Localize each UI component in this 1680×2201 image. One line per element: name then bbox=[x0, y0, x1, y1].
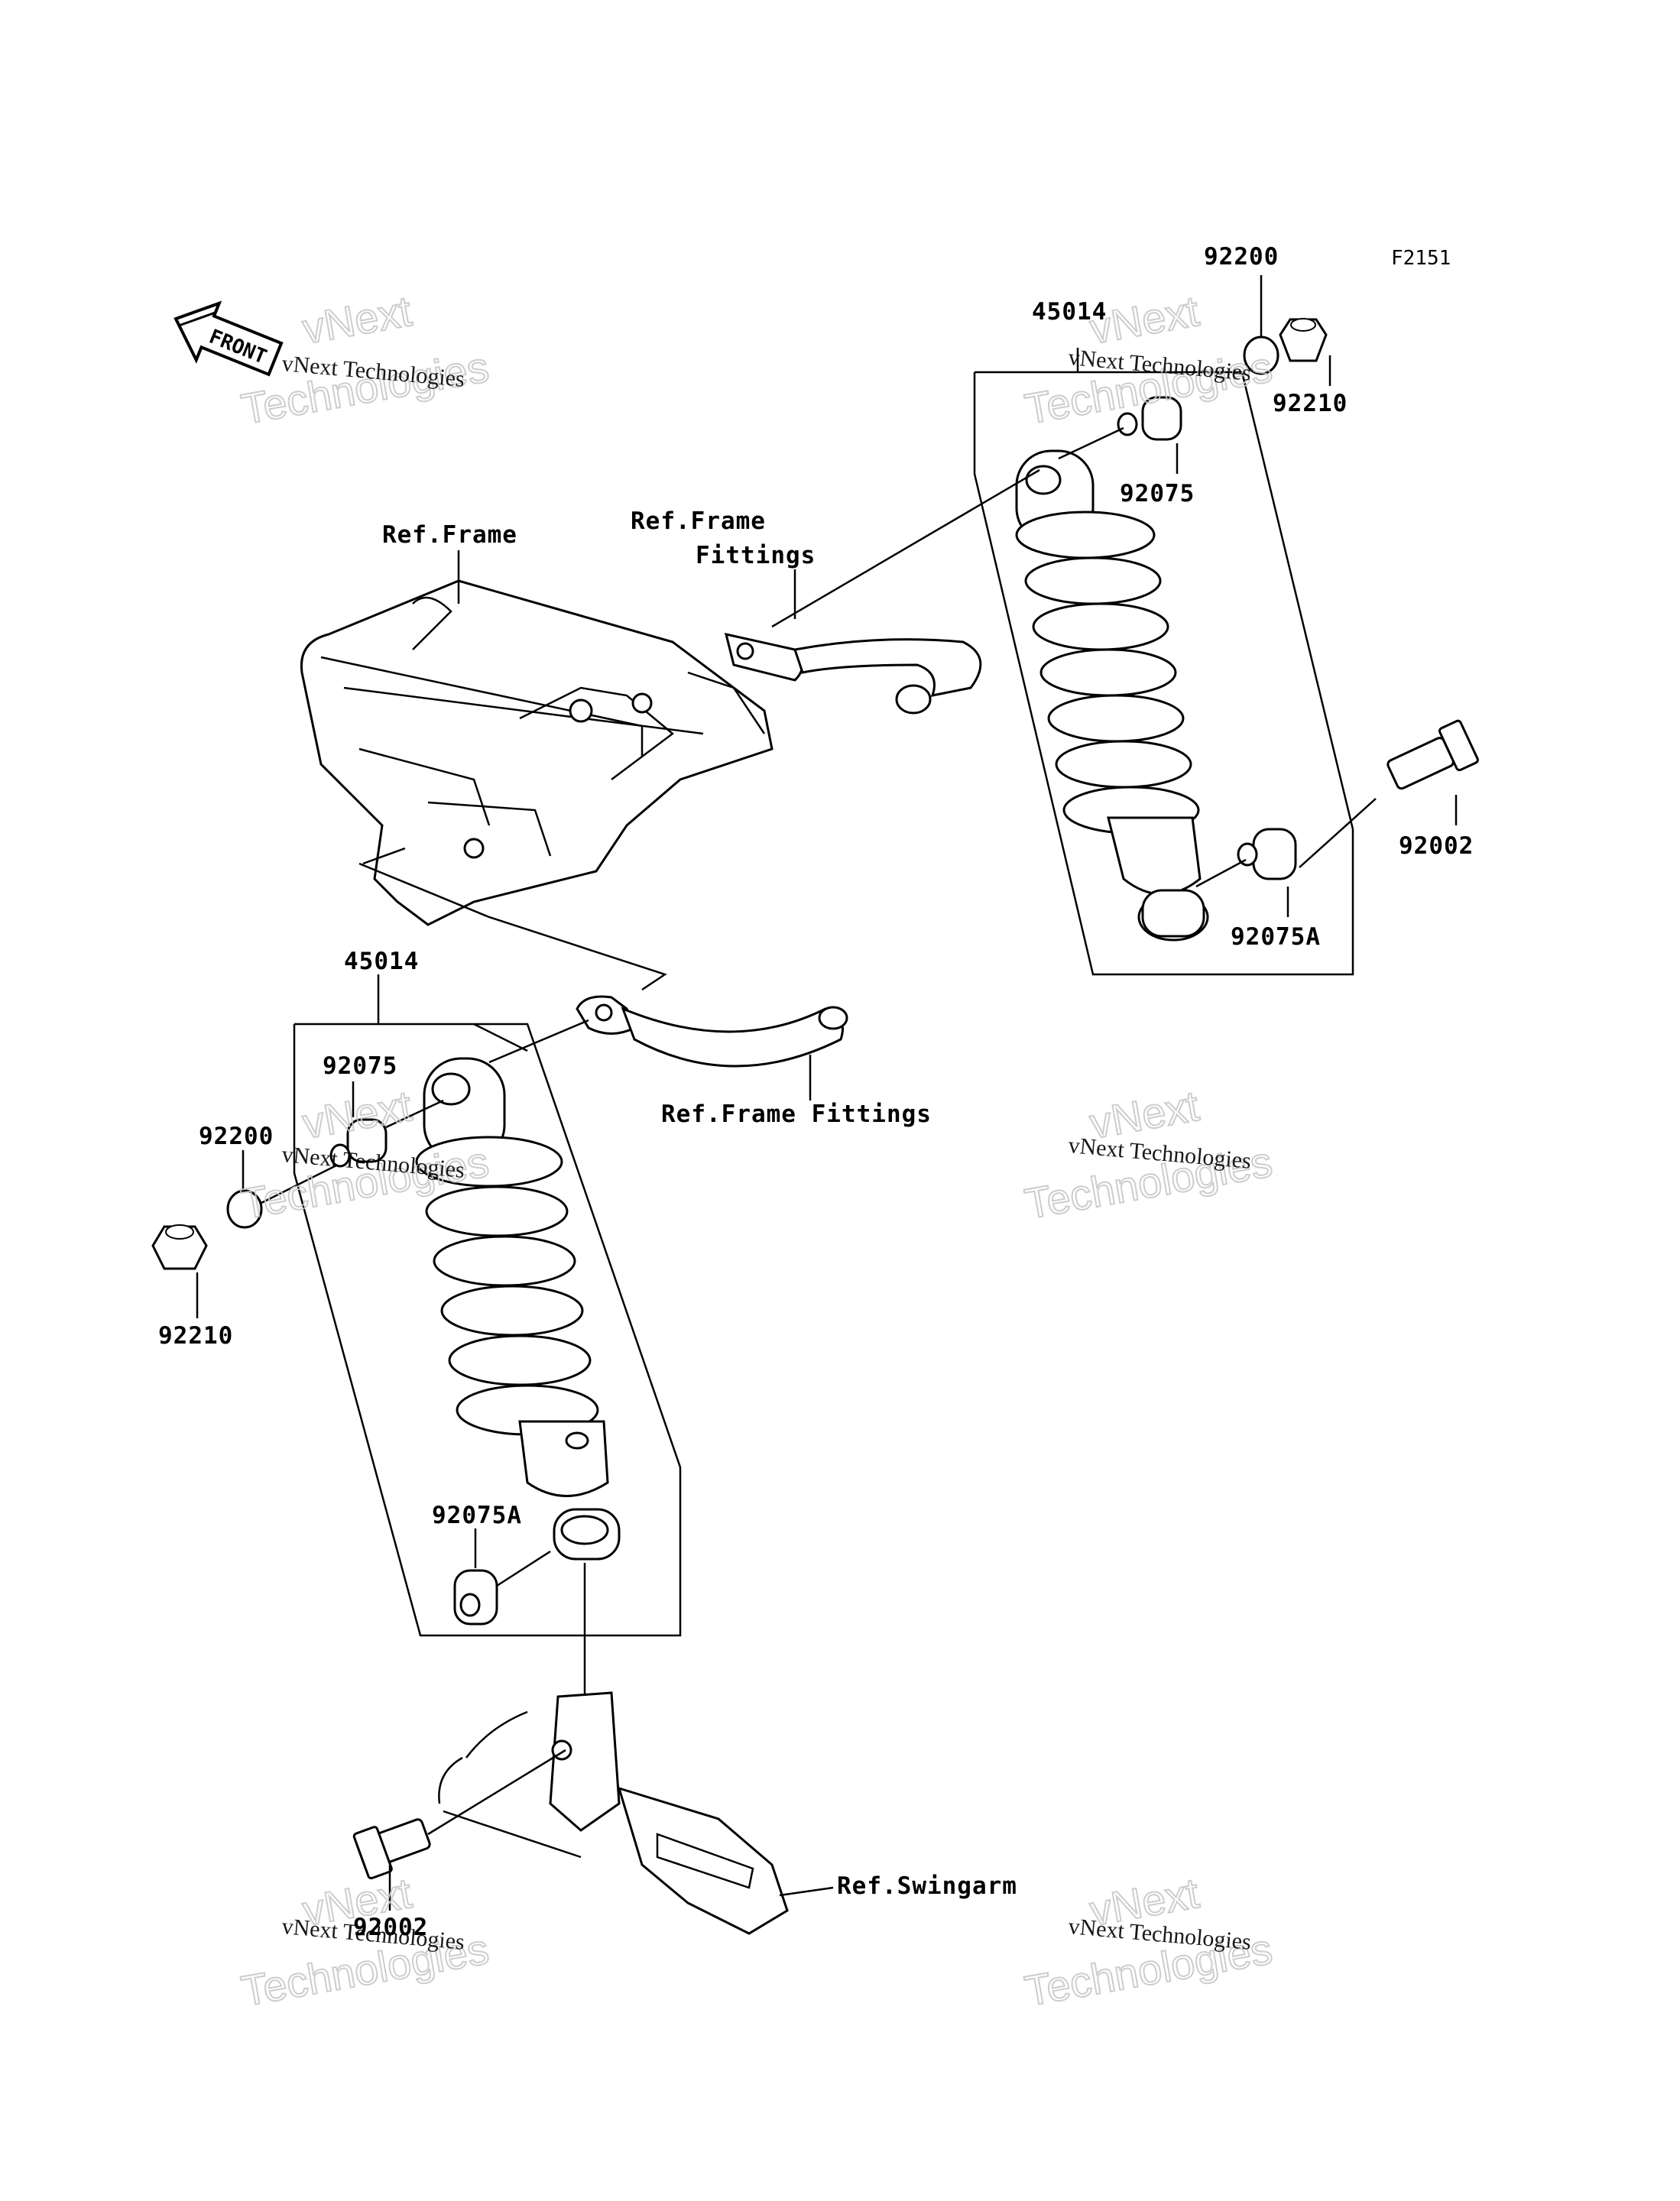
frame-fitting-top bbox=[724, 633, 982, 715]
shock-absorber-right bbox=[1015, 449, 1209, 942]
label-92075A-left: 92075A bbox=[432, 1502, 522, 1529]
svg-text:vNext: vNext bbox=[299, 287, 415, 353]
watermark-mid-right: vNext Technologies vNext Technologies bbox=[1020, 1081, 1276, 1229]
label-ref-frame-fittings-bottom: Ref.Frame Fittings bbox=[661, 1100, 932, 1128]
shock-absorber-left bbox=[415, 1057, 621, 1561]
label-ref-swingarm: Ref.Swingarm bbox=[837, 1872, 1017, 1900]
label-92002-right: 92002 bbox=[1399, 832, 1474, 860]
right-hardware bbox=[1058, 318, 1479, 888]
label-92210-right: 92210 bbox=[1273, 390, 1348, 417]
label-45014-right: 45014 bbox=[1032, 298, 1107, 326]
label-92075A-right: 92075A bbox=[1231, 923, 1321, 951]
frame-fitting-bottom bbox=[576, 995, 848, 1068]
swingarm-illustration bbox=[427, 1691, 789, 1935]
svg-text:vNext: vNext bbox=[1086, 287, 1202, 353]
label-ref-frame-fittings-top-2: Fittings bbox=[696, 542, 816, 569]
label-92200-right: 92200 bbox=[1204, 243, 1279, 271]
left-hardware bbox=[151, 1099, 551, 1880]
label-92075-right: 92075 bbox=[1120, 480, 1195, 507]
figure-code: F2151 bbox=[1391, 247, 1451, 270]
frame-illustration bbox=[300, 579, 774, 926]
label-92075-left: 92075 bbox=[323, 1052, 397, 1080]
label-92210-left: 92210 bbox=[158, 1322, 233, 1350]
label-45014-left: 45014 bbox=[344, 948, 419, 975]
front-arrow-icon: FRONT bbox=[174, 300, 284, 377]
watermark-bottom-left: vNext Technologies vNext Technologies bbox=[237, 1868, 493, 2016]
assembly-bracket-right bbox=[973, 372, 1354, 976]
assembly-bracket-left bbox=[293, 1023, 682, 1637]
label-ref-frame: Ref.Frame bbox=[382, 521, 517, 549]
label-ref-frame-fittings-top-1: Ref.Frame bbox=[631, 507, 766, 535]
label-92002-left: 92002 bbox=[353, 1914, 428, 1941]
watermark-bottom-right: vNext Technologies vNext Technologies bbox=[1020, 1868, 1276, 2016]
label-92200-left: 92200 bbox=[199, 1123, 274, 1150]
svg-text:vNext: vNext bbox=[299, 1081, 415, 1148]
